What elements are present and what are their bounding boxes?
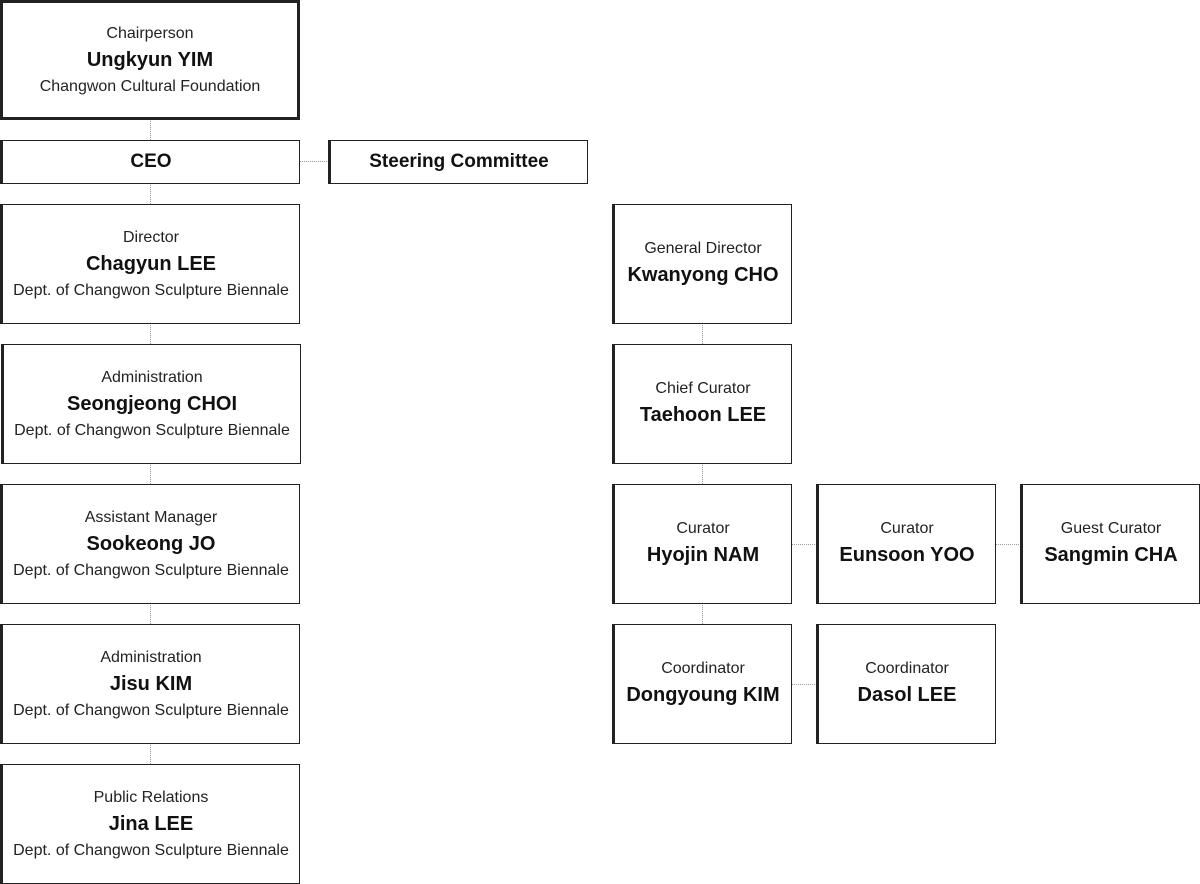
assistant-manager-box: Assistant Manager Sookeong JO Dept. of C…	[0, 484, 300, 604]
chairperson-org: Changwon Cultural Foundation	[39, 77, 261, 95]
staff-name: Jisu KIM	[109, 672, 193, 695]
curator-name: Sangmin CHA	[1044, 544, 1178, 566]
chairperson-name: Ungkyun YIM	[86, 48, 214, 71]
connector-left-1	[150, 323, 151, 344]
coordinator-name: Dongyoung KIM	[626, 684, 780, 706]
connector-curator-1-2	[791, 544, 817, 545]
director-box: Director Chagyun LEE Dept. of Changwon S…	[0, 204, 300, 324]
guest-curator-box: Guest Curator Sangmin CHA	[1020, 484, 1200, 604]
curator-role: Guest Curator	[1060, 520, 1162, 537]
curator-box: Curator Hyojin NAM	[612, 484, 792, 604]
ceo-box: CEO	[0, 140, 300, 184]
steering-committee-box: Steering Committee	[328, 140, 588, 184]
connector-left-2	[150, 463, 151, 484]
coordinator-role: Coordinator	[661, 660, 745, 677]
public-relations-box: Public Relations Jina LEE Dept. of Chang…	[0, 764, 300, 884]
curator-name: Hyojin NAM	[646, 544, 760, 566]
steering-committee-label: Steering Committee	[369, 151, 549, 172]
staff-dept: Dept. of Changwon Sculpture Biennale	[13, 701, 289, 719]
connector-curator-coordinator	[702, 603, 703, 624]
chairperson-role: Chairperson	[106, 24, 194, 42]
staff-role: Assistant Manager	[84, 508, 218, 526]
chief-curator-box: Chief Curator Taehoon LEE	[612, 344, 792, 464]
curator-box: Curator Eunsoon YOO	[816, 484, 996, 604]
coordinator-name: Dasol LEE	[857, 684, 957, 706]
connector-gd-chief	[702, 323, 703, 344]
connector-chair-ceo	[150, 118, 151, 140]
connector-chief-curator	[702, 463, 703, 484]
staff-dept: Dept. of Changwon Sculpture Biennale	[13, 841, 289, 859]
coordinator-box: Coordinator Dasol LEE	[816, 624, 996, 744]
staff-name: Jina LEE	[108, 812, 194, 835]
staff-role: Director	[122, 228, 179, 246]
chief-curator-name: Taehoon LEE	[639, 404, 767, 426]
curator-role: Curator	[676, 520, 730, 537]
staff-role: Administration	[100, 648, 202, 666]
staff-dept: Dept. of Changwon Sculpture Biennale	[13, 561, 289, 579]
staff-dept: Dept. of Changwon Sculpture Biennale	[14, 421, 290, 439]
staff-name: Chagyun LEE	[85, 252, 216, 275]
connector-coordinator-1-2	[791, 684, 817, 685]
chief-curator-role: Chief Curator	[655, 380, 751, 397]
general-director-name: Kwanyong CHO	[627, 264, 779, 286]
curator-name: Eunsoon YOO	[839, 544, 975, 566]
staff-name: Seongjeong CHOI	[67, 392, 237, 415]
staff-role: Public Relations	[93, 788, 209, 806]
connector-left-4	[150, 743, 151, 764]
administration-box: Administration Seongjeong CHOI Dept. of …	[1, 344, 301, 464]
curator-role: Curator	[880, 520, 934, 537]
general-director-box: General Director Kwanyong CHO	[612, 204, 792, 324]
coordinator-box: Coordinator Dongyoung KIM	[612, 624, 792, 744]
staff-name: Sookeong JO	[86, 532, 216, 555]
connector-curator-2-3	[995, 544, 1021, 545]
staff-dept: Dept. of Changwon Sculpture Biennale	[13, 281, 289, 299]
coordinator-role: Coordinator	[865, 660, 949, 677]
administration-box: Administration Jisu KIM Dept. of Changwo…	[0, 624, 300, 744]
ceo-label: CEO	[130, 151, 172, 172]
connector-ceo-director	[150, 183, 151, 204]
connector-left-3	[150, 603, 151, 624]
general-director-role: General Director	[644, 240, 762, 257]
chairperson-box: Chairperson Ungkyun YIM Changwon Cultura…	[0, 0, 300, 120]
connector-ceo-steering	[300, 161, 329, 162]
staff-role: Administration	[101, 368, 203, 386]
